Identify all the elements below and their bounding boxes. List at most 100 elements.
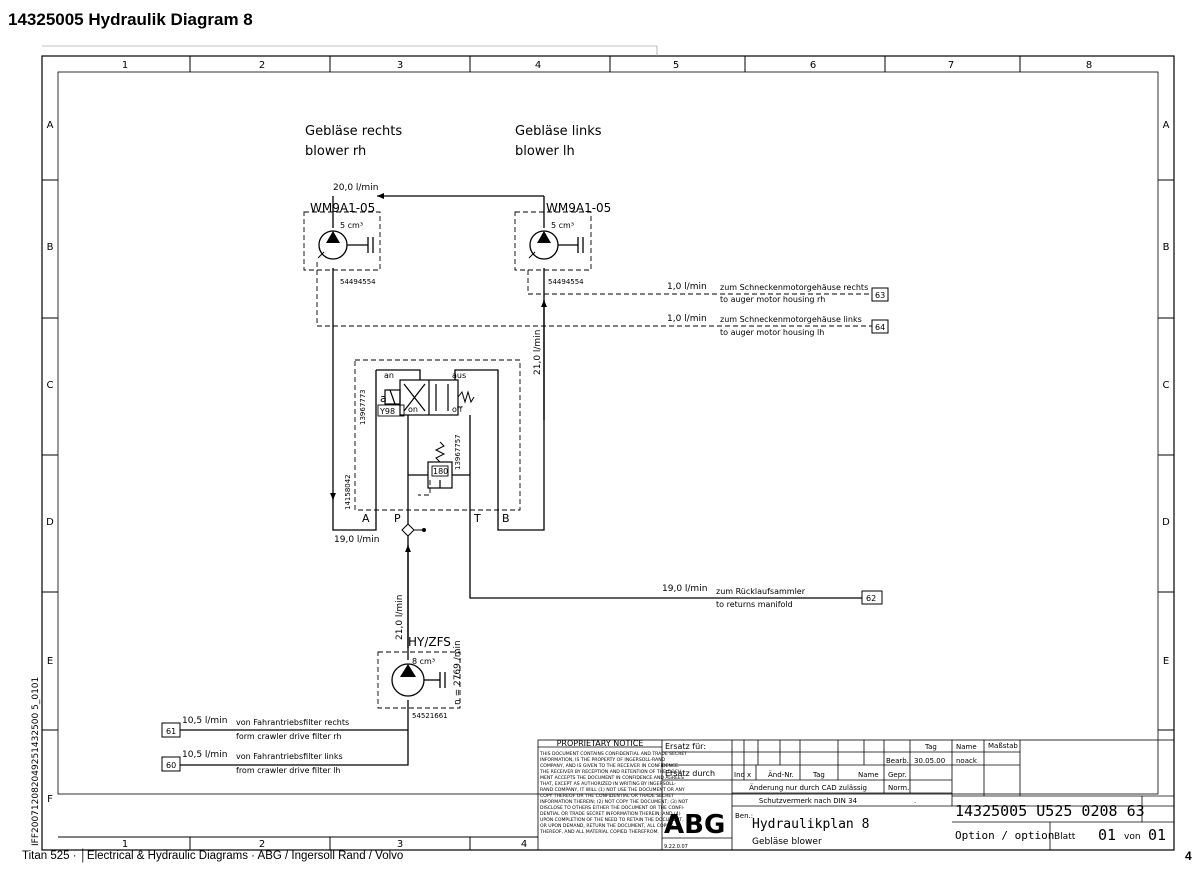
ind-label: Ind	[734, 771, 745, 779]
col-label: 5	[673, 60, 679, 71]
dot: .	[914, 797, 916, 805]
motor-lh-part: 54494554	[548, 278, 584, 286]
relief-value: 180	[433, 467, 448, 476]
row-label: C	[1163, 380, 1170, 391]
bearb-date: 30.05.00	[914, 757, 945, 765]
diagram-labels: 20,0 l/min WM9A1-05 WM9A1-05 5 cm³ 5 cm³…	[166, 183, 885, 775]
in1-en: form crawler drive filter rh	[236, 732, 341, 741]
pump-disp: 8 cm³	[412, 657, 435, 666]
von-num: 01	[1148, 826, 1166, 844]
return-flow: 19,0 l/min	[662, 584, 707, 594]
valve-tag: Y98	[379, 407, 395, 416]
port-t: T	[473, 512, 481, 525]
reference-boxes	[161, 287, 889, 772]
in1-ref: 61	[166, 727, 176, 736]
column-labels: 1 2 3 4 5 6 7 8 1 2 3 4	[122, 60, 1092, 850]
col-label: 1	[122, 839, 128, 850]
bearb-label: Bearb.	[886, 757, 909, 765]
pump-symbol	[391, 663, 446, 697]
cad-note: Änderung nur durch CAD zulässig	[749, 783, 867, 792]
row-label: B	[1163, 242, 1170, 253]
gepr-label: Gepr.	[888, 771, 907, 779]
blower-lh-de: Gebläse links	[515, 124, 602, 139]
valve-off: off	[452, 405, 463, 414]
abg-logo: ABG	[664, 810, 725, 840]
leak1-de: zum Schneckenmotorgehäuse rechts	[720, 283, 868, 292]
ersatz-fuer: Ersatz für:	[665, 742, 706, 751]
title-block-text: PROPRIETARY NOTICE THIS DOCUMENT CONTAIN…	[539, 739, 1166, 850]
row-label: C	[47, 380, 54, 391]
prop-line: INFORMATION, IS THE PROPERTY OF INGERSOL…	[540, 757, 666, 763]
drain-lines	[303, 211, 872, 709]
col-label: 3	[397, 839, 403, 850]
prop-line: THAT, EXCEPT AS AUTHORIZED IN WRITING BY…	[539, 781, 676, 787]
col-label: 7	[948, 60, 954, 71]
in1-flow: 10,5 l/min	[182, 716, 227, 726]
col-label: 3	[397, 60, 403, 71]
in2-ref: 60	[166, 761, 176, 770]
col-label: 1	[122, 60, 128, 71]
in1-de: von Fahrantriebsfilter rechts	[236, 718, 349, 727]
row-label: A	[1163, 120, 1170, 131]
motor-rh-disp: 5 cm³	[340, 221, 363, 230]
row-labels: A B C D E F A B C D E	[46, 120, 1170, 805]
pressure-lines	[180, 193, 862, 766]
blatt-label: Blatt	[1054, 832, 1076, 842]
leak1-flow: 1,0 l/min	[667, 282, 707, 292]
relief-part: 13967757	[454, 434, 462, 470]
bearb-name: noack	[956, 757, 978, 765]
ersatz-durch: Ersatz durch	[665, 769, 715, 778]
prop-line: COMPANY, AND IS GIVEN TO THE RECEIVER IN…	[540, 763, 679, 769]
von-label: von	[1124, 832, 1141, 842]
blatt-num: 01	[1098, 826, 1116, 844]
name-label: Name	[858, 771, 879, 779]
leak2-flow: 1,0 l/min	[667, 314, 707, 324]
page-title: 14325005 Hydraulik Diagram 8	[8, 10, 253, 29]
check-valve-symbol	[401, 523, 426, 537]
directional-valve	[377, 379, 475, 417]
prop-line: OR UPON DEMAND, RETURN THE DOCUMENT, ALL…	[540, 823, 674, 829]
title-block	[537, 739, 1175, 851]
doc-title: Hydraulikplan 8	[752, 817, 869, 832]
block-part: 14158042	[344, 474, 352, 510]
return-de: zum Rücklaufsammler	[716, 587, 806, 596]
row-label: E	[1163, 656, 1169, 667]
col-label: 2	[259, 60, 265, 71]
drawing-frame	[41, 45, 1175, 851]
valve-part: 13967773	[359, 389, 367, 425]
x-label: x	[747, 771, 751, 779]
aend-nr-label: Änd-Nr.	[768, 770, 794, 779]
prop-line: COPY THEREOF OR THE CONFIDENTIAL OR TRAD…	[540, 793, 674, 799]
motor-lh-code: WM9A1-05	[546, 201, 611, 215]
relief-valve	[427, 441, 453, 489]
prop-line: THEREOF, AND ALL MATERIAL COPIED THEREFR…	[539, 829, 659, 835]
port-a: A	[362, 512, 370, 525]
leak2-ref: 64	[875, 323, 885, 332]
row-label: D	[1162, 517, 1170, 528]
col-label: 4	[535, 60, 541, 71]
leak1-ref: 63	[875, 291, 885, 300]
leak2-en: to auger motor housing lh	[720, 328, 824, 337]
valve-aus: aus	[452, 371, 466, 380]
tag-label: Tag	[812, 771, 825, 779]
tag-label: Tag	[924, 743, 937, 751]
prop-line: THE RECEIVER BY RECEPTION AND RETENTION …	[539, 769, 683, 775]
pump-part: 54521661	[412, 712, 448, 720]
pump-code: HY/ZFS	[408, 635, 451, 649]
leak1-en: to auger motor housing rh	[720, 295, 825, 304]
flow-b-return: 21,0 l/min	[533, 330, 543, 375]
motor-rh-symbol	[317, 230, 374, 260]
valve-an: an	[384, 371, 394, 380]
return-ref: 62	[866, 594, 876, 603]
row-label: F	[47, 794, 53, 805]
port-b: B	[502, 512, 510, 525]
ben-label: Ben.:	[735, 812, 753, 820]
blower-rh-de: Gebläse rechts	[305, 124, 402, 139]
motor-lh-symbol	[528, 230, 584, 260]
port-p: P	[394, 512, 401, 525]
prop-notice-text: THIS DOCUMENT CONTAINS CONFIDENTIAL AND …	[539, 751, 688, 835]
row-label: E	[47, 656, 53, 667]
prop-line: DISCLOSE TO OTHERS EITHER THE DOCUMENT O…	[540, 805, 685, 811]
motor-rh-code: WM9A1-05	[310, 201, 375, 215]
